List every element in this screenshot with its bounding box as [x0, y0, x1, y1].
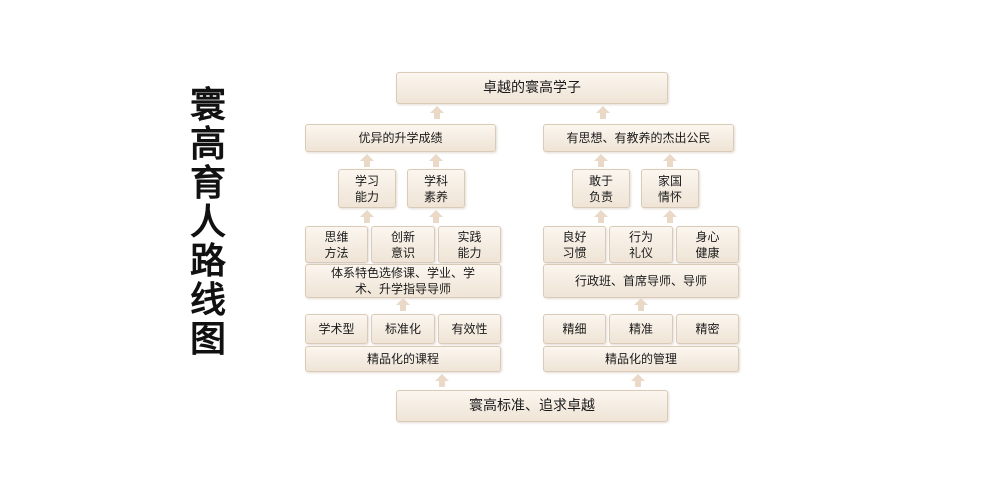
arrow-up-icon [663, 210, 677, 224]
title-char: 路 [189, 241, 226, 282]
arrow-up-icon [631, 374, 645, 388]
title-char: 图 [189, 319, 226, 360]
right-method-box: 身心 健康 [676, 226, 739, 263]
right-system-box: 行政班、首席导师、导师 [543, 264, 739, 298]
arrow-up-icon [429, 154, 443, 168]
title-char: 高 [189, 124, 226, 165]
title-char: 寰 [189, 85, 226, 126]
left-system-box: 体系特色选修课、学业、学 术、升学指导导师 [305, 264, 501, 298]
right-goal-box: 有思想、有教养的杰出公民 [543, 124, 734, 152]
arrow-up-icon [594, 210, 608, 224]
arrow-up-icon [429, 210, 443, 224]
arrow-up-icon [634, 298, 648, 312]
left-goal-box: 优异的升学成绩 [305, 124, 496, 152]
arrow-up-icon [396, 298, 410, 312]
arrow-up-icon [596, 106, 610, 120]
title-char: 人 [189, 202, 226, 243]
arrow-up-icon [663, 154, 677, 168]
left-attribute-box: 学术型 [305, 314, 368, 344]
vertical-title: 寰 高 育 人 路 线 图 [186, 86, 230, 359]
left-attribute-box: 标准化 [371, 314, 435, 344]
left-attribute-box: 有效性 [438, 314, 501, 344]
bottom-foundation-box: 寰高标准、追求卓越 [396, 390, 668, 422]
arrow-up-icon [430, 106, 444, 120]
arrow-up-icon [360, 210, 374, 224]
right-attribute-box: 精细 [543, 314, 606, 344]
right-base-box: 精品化的管理 [543, 346, 739, 372]
left-base-box: 精品化的课程 [305, 346, 501, 372]
arrow-up-icon [360, 154, 374, 168]
title-char: 线 [189, 280, 226, 321]
right-attribute-box: 精准 [609, 314, 673, 344]
right-method-box: 行为 礼仪 [609, 226, 673, 263]
top-goal-box: 卓越的寰高学子 [396, 72, 668, 104]
right-ability-box: 敢于 负责 [572, 169, 630, 208]
title-char: 育 [189, 163, 226, 204]
left-method-box: 创新 意识 [371, 226, 435, 263]
right-attribute-box: 精密 [676, 314, 739, 344]
left-ability-box: 学科 素养 [407, 169, 465, 208]
right-ability-box: 家国 情怀 [641, 169, 699, 208]
left-method-box: 实践 能力 [438, 226, 501, 263]
arrow-up-icon [435, 374, 449, 388]
right-method-box: 良好 习惯 [543, 226, 606, 263]
left-ability-box: 学习 能力 [338, 169, 396, 208]
arrow-up-icon [594, 154, 608, 168]
left-method-box: 思维 方法 [305, 226, 368, 263]
